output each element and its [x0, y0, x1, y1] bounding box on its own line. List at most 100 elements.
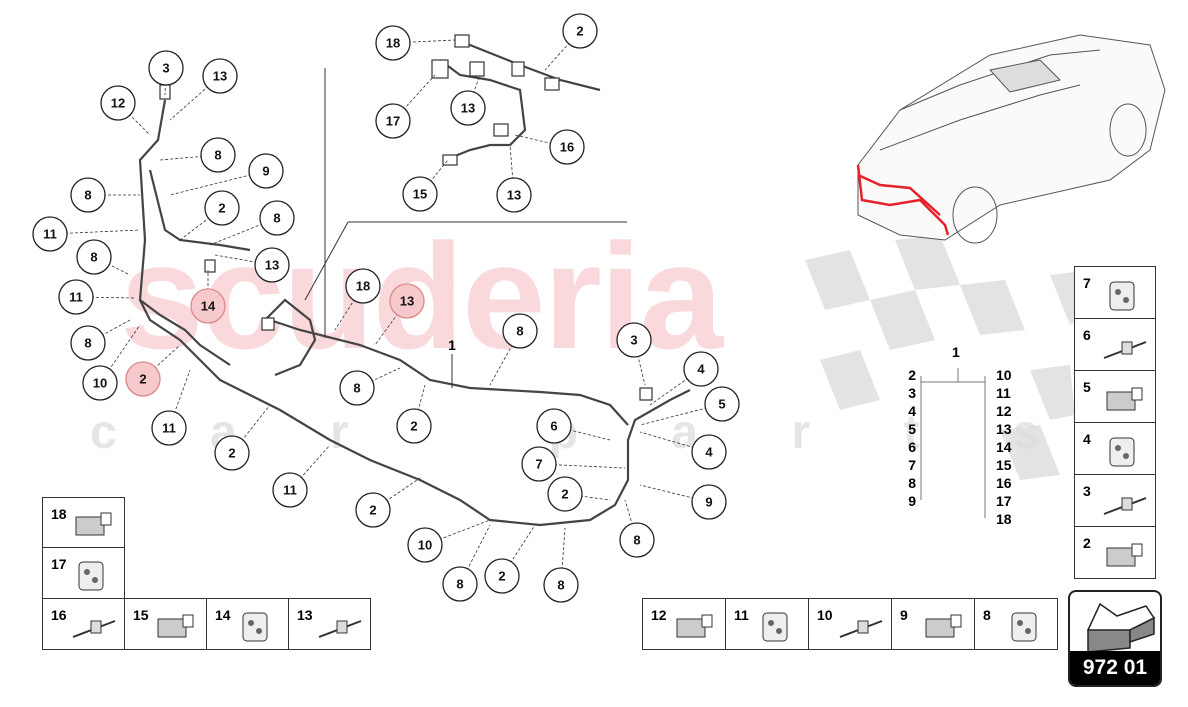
part-icon — [1106, 387, 1143, 411]
callout-9[interactable]: 9 — [691, 484, 727, 520]
leader-line — [164, 67, 167, 96]
leader-line — [142, 344, 181, 380]
callout-2[interactable]: 2 — [125, 361, 161, 397]
callout-8[interactable]: 8 — [76, 239, 112, 275]
inset-callout-17[interactable]: 17 — [375, 103, 411, 139]
part-cell-16[interactable]: 16 — [42, 598, 125, 650]
part-number: 13 — [297, 607, 313, 623]
part-cell-13[interactable]: 13 — [288, 598, 371, 650]
part-number: 12 — [651, 607, 667, 623]
inset-callout-13[interactable]: 13 — [450, 90, 486, 126]
part-number: 5 — [1083, 379, 1091, 395]
callout-number: 2 — [410, 419, 417, 434]
callout-13[interactable]: 13 — [254, 247, 290, 283]
part-icon — [1109, 281, 1135, 311]
part-cell-4[interactable]: 4 — [1074, 422, 1156, 475]
part-icon — [839, 620, 883, 638]
part-icon — [925, 614, 962, 638]
part-cell-15[interactable]: 15 — [124, 598, 207, 650]
part-icon — [1103, 497, 1147, 515]
inset-callout-13[interactable]: 13 — [496, 177, 532, 213]
tree-item: 7 — [908, 457, 916, 473]
callout-8[interactable]: 8 — [502, 313, 538, 349]
callout-2[interactable]: 2 — [396, 408, 432, 444]
callout-2[interactable]: 2 — [355, 492, 391, 528]
callout-number: 8 — [90, 250, 97, 265]
callout-8[interactable]: 8 — [70, 325, 106, 361]
callout-number: 2 — [369, 503, 376, 518]
part-cell-10[interactable]: 10 — [808, 598, 892, 650]
callout-4[interactable]: 4 — [683, 351, 719, 387]
callout-8[interactable]: 8 — [619, 522, 655, 558]
callout-6[interactable]: 6 — [536, 408, 572, 444]
callout-14[interactable]: 14 — [190, 288, 226, 324]
part-cell-8[interactable]: 8 — [974, 598, 1058, 650]
callout-2[interactable]: 2 — [214, 435, 250, 471]
callout-11[interactable]: 11 — [272, 472, 308, 508]
callout-8[interactable]: 8 — [339, 370, 375, 406]
callout-4[interactable]: 4 — [691, 434, 727, 470]
part-cell-6[interactable]: 6 — [1074, 318, 1156, 371]
callout-10[interactable]: 10 — [82, 365, 118, 401]
tree-item: 18 — [996, 511, 1012, 527]
part-cell-7[interactable]: 7 — [1074, 266, 1156, 319]
callout-2[interactable]: 2 — [547, 476, 583, 512]
inset-callout-16[interactable]: 16 — [549, 129, 585, 165]
callout-number: 10 — [418, 538, 432, 553]
tree-lines — [920, 368, 986, 518]
tree-item: 4 — [908, 403, 916, 419]
callout-8[interactable]: 8 — [259, 200, 295, 236]
part-number: 16 — [51, 607, 67, 623]
callout-11[interactable]: 11 — [58, 279, 94, 315]
callout-9[interactable]: 9 — [248, 153, 284, 189]
callout-11[interactable]: 11 — [32, 216, 68, 252]
tree-item: 12 — [996, 403, 1012, 419]
part-cell-17[interactable]: 17 — [42, 547, 125, 599]
callout-number: 11 — [162, 421, 176, 436]
inset-callout-2[interactable]: 2 — [562, 13, 598, 49]
part-cell-3[interactable]: 3 — [1074, 474, 1156, 527]
callout-8[interactable]: 8 — [442, 566, 478, 602]
callout-2[interactable]: 2 — [204, 190, 240, 226]
part-cell-18[interactable]: 18 — [42, 497, 125, 548]
inset-callout-18[interactable]: 18 — [375, 25, 411, 61]
callout-5[interactable]: 5 — [704, 386, 740, 422]
callout-number: 18 — [386, 36, 400, 51]
part-cell-2[interactable]: 2 — [1074, 526, 1156, 579]
tree-root: 1 — [952, 344, 960, 360]
callout-13[interactable]: 13 — [389, 283, 425, 319]
part-cell-9[interactable]: 9 — [891, 598, 975, 650]
leader-line — [374, 300, 408, 346]
page-reference-box[interactable]: 972 01 — [1068, 590, 1162, 687]
callout-11[interactable]: 11 — [151, 410, 187, 446]
callout-number: 13 — [265, 258, 279, 273]
callout-10[interactable]: 10 — [407, 527, 443, 563]
checkered-flag-decoration — [805, 235, 1075, 480]
part-cell-12[interactable]: 12 — [642, 598, 726, 650]
part-cell-5[interactable]: 5 — [1074, 370, 1156, 423]
part-number: 6 — [1083, 327, 1091, 343]
part-icon — [72, 620, 116, 638]
inset-callout-15[interactable]: 15 — [402, 176, 438, 212]
part-cell-11[interactable]: 11 — [725, 598, 809, 650]
callout-3[interactable]: 3 — [148, 50, 184, 86]
leader-line — [514, 134, 568, 148]
part-number: 17 — [51, 556, 67, 572]
callout-number: 16 — [560, 140, 574, 155]
callout-number: 17 — [386, 114, 400, 129]
leader-line — [509, 144, 515, 196]
callout-8[interactable]: 8 — [70, 177, 106, 213]
callout-13[interactable]: 13 — [202, 58, 238, 94]
callout-number: 9 — [262, 164, 269, 179]
callout-number: 11 — [69, 290, 83, 305]
callout-8[interactable]: 8 — [543, 567, 579, 603]
callout-18[interactable]: 18 — [345, 268, 381, 304]
callout-8[interactable]: 8 — [200, 137, 236, 173]
part-cell-14[interactable]: 14 — [206, 598, 289, 650]
callout-number: 2 — [498, 569, 505, 584]
callout-7[interactable]: 7 — [521, 446, 557, 482]
callout-3[interactable]: 3 — [616, 322, 652, 358]
callout-12[interactable]: 12 — [100, 85, 136, 121]
callout-2[interactable]: 2 — [484, 558, 520, 594]
